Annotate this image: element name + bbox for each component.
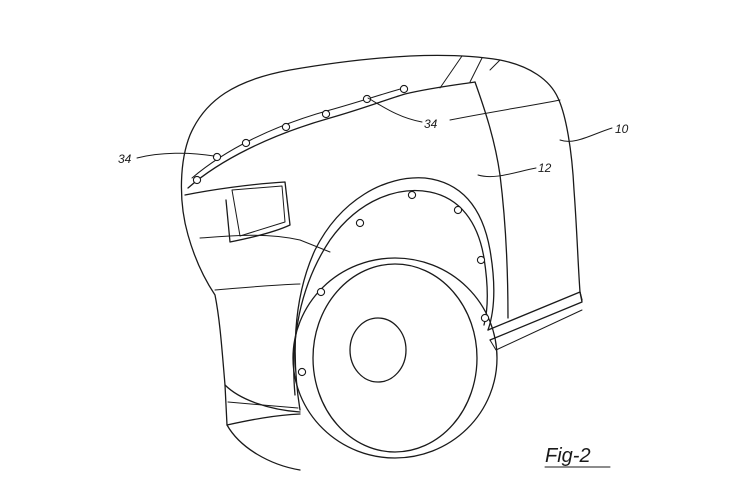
leader-line-10 — [559, 127, 613, 142]
leader-line-34-left — [136, 152, 215, 159]
body-seam-line — [474, 81, 509, 319]
wheel-arch-outer — [294, 177, 495, 411]
bolt-icon — [316, 287, 326, 297]
arch-bolts — [297, 190, 490, 377]
fender-top-flange — [187, 81, 476, 189]
front-lower-bumper — [224, 384, 301, 426]
wheel-hub — [349, 317, 407, 383]
rocker-panel — [487, 291, 583, 341]
fender-outline — [180, 54, 583, 471]
tire-outer — [292, 257, 498, 459]
belt-line — [449, 99, 561, 121]
figure-caption: Fig-2 — [545, 445, 591, 467]
bolt-icon — [297, 367, 307, 377]
tire-sidewall — [312, 263, 478, 453]
bumper-lower-line — [214, 283, 301, 291]
bolt-icon — [453, 205, 463, 215]
flange-bolts — [192, 84, 409, 185]
bolt-icon — [355, 218, 365, 228]
bolt-icon — [407, 190, 417, 200]
ref-label-34-right: 34 — [424, 117, 438, 131]
bolt-icon — [241, 138, 251, 148]
ref-label-12: 12 — [538, 161, 552, 175]
bolt-icon — [281, 122, 291, 132]
wheel-arch-flare — [293, 189, 489, 396]
bolt-icon — [212, 152, 222, 162]
rocker-panel-lower — [489, 309, 583, 351]
bolt-icon — [399, 84, 409, 94]
leader-line-34-right — [367, 97, 423, 123]
headlamp-inner — [231, 185, 286, 237]
leader-line-12 — [477, 167, 537, 178]
bolt-icon — [321, 109, 331, 119]
fender-top-flange-inner — [191, 87, 405, 179]
bolt-icon — [480, 313, 490, 323]
hood-edge — [439, 55, 501, 89]
headlamp-outline — [184, 181, 291, 243]
ref-label-10: 10 — [615, 122, 629, 136]
front-lower-bumper-rib — [227, 401, 299, 409]
ref-label-34-left: 34 — [118, 152, 132, 166]
bumper-upper-line — [199, 234, 331, 253]
bolt-icon — [192, 175, 202, 185]
bolt-icon — [476, 255, 486, 265]
